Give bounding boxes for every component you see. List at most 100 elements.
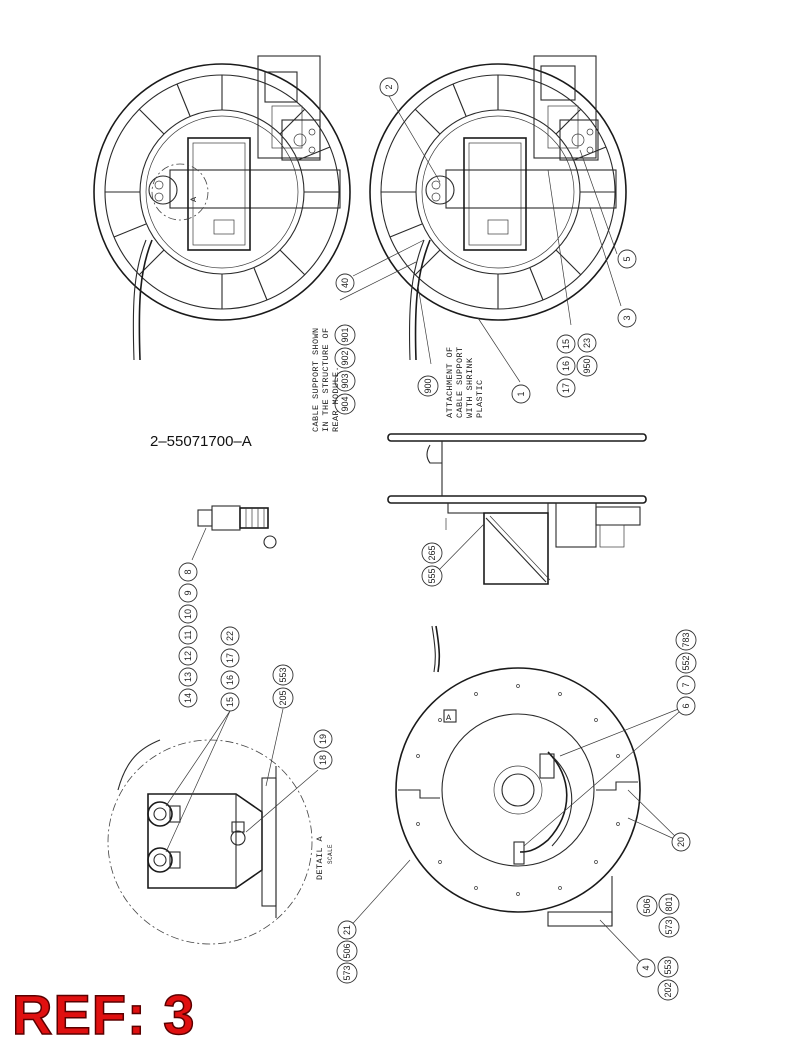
svg-text:4: 4	[641, 965, 651, 970]
balloon-553b: 553	[657, 956, 679, 978]
svg-text:801: 801	[664, 896, 674, 911]
svg-text:3: 3	[622, 315, 632, 320]
svg-text:783: 783	[681, 632, 691, 647]
svg-text:5: 5	[622, 256, 632, 261]
svg-text:17: 17	[225, 653, 235, 663]
balloon-506: 506	[636, 895, 658, 917]
svg-text:506: 506	[642, 898, 652, 913]
reel-side-view	[387, 433, 647, 585]
balloon-17b: 17	[220, 648, 240, 668]
balloon-22: 22	[220, 626, 240, 646]
svg-text:CABLE SUPPORT SHOWN: CABLE SUPPORT SHOWN	[311, 327, 321, 432]
svg-text:901: 901	[340, 327, 350, 342]
balloon-18: 18	[313, 750, 333, 770]
svg-text:19: 19	[318, 734, 328, 744]
svg-text:7: 7	[681, 682, 691, 687]
svg-text:8: 8	[183, 569, 193, 574]
attachment-note: ATTACHMENT OF CABLE SUPPORT WITH SHRINK …	[445, 346, 485, 418]
balloon-2: 2	[379, 77, 399, 97]
svg-text:21: 21	[342, 925, 352, 935]
balloon-11: 11	[178, 625, 198, 645]
svg-text:10: 10	[183, 609, 193, 619]
balloon-21: 21	[337, 920, 357, 940]
svg-text:15: 15	[225, 697, 235, 707]
balloon-15b: 15	[220, 692, 240, 712]
svg-text:A: A	[446, 713, 452, 723]
balloons-top-right: 2 5 3 1 40 900 17 16 15 950 23 904 903 9…	[334, 77, 637, 415]
svg-text:506: 506	[342, 943, 352, 958]
balloon-20: 20	[671, 832, 691, 852]
balloon-801: 801	[658, 893, 680, 915]
balloon-23: 23	[577, 333, 597, 353]
balloon-555: 555	[421, 565, 443, 587]
balloon-3: 3	[617, 308, 637, 328]
svg-text:573: 573	[664, 919, 674, 934]
svg-text:16: 16	[561, 361, 571, 371]
svg-text:555: 555	[427, 568, 437, 583]
balloon-573b: 573	[336, 962, 358, 984]
balloon-783: 783	[675, 629, 697, 651]
svg-text:950: 950	[582, 358, 592, 373]
svg-text:553: 553	[278, 667, 288, 682]
balloon-265: 265	[421, 542, 443, 564]
balloons-side-view: 555 265	[421, 542, 443, 587]
balloon-506b: 506	[336, 940, 358, 962]
svg-text:904: 904	[340, 396, 350, 411]
svg-text:DETAIL A: DETAIL A	[315, 835, 325, 880]
svg-text:11: 11	[183, 630, 193, 639]
balloon-904: 904	[334, 393, 356, 415]
svg-text:40: 40	[340, 278, 350, 288]
svg-text:12: 12	[183, 651, 193, 661]
svg-text:2: 2	[384, 84, 394, 89]
svg-text:265: 265	[427, 545, 437, 560]
balloon-17: 17	[556, 378, 576, 398]
balloon-553: 553	[272, 664, 294, 686]
svg-text:900: 900	[423, 378, 433, 393]
balloon-573: 573	[658, 916, 680, 938]
balloon-6: 6	[676, 696, 696, 716]
balloon-902: 902	[334, 347, 356, 369]
svg-text:553: 553	[663, 959, 673, 974]
svg-text:552: 552	[681, 655, 691, 670]
svg-text:PLASTIC: PLASTIC	[475, 379, 485, 418]
balloons-middle: 8 9 10 11 12 13 14 15 16 17 22 205 553 1…	[178, 562, 333, 770]
svg-text:14: 14	[183, 693, 193, 703]
balloon-5: 5	[617, 249, 637, 269]
balloon-8: 8	[178, 562, 198, 582]
balloon-13: 13	[178, 667, 198, 687]
balloon-4: 4	[636, 958, 656, 978]
balloon-950: 950	[576, 355, 598, 377]
svg-text:903: 903	[340, 373, 350, 388]
balloon-900: 900	[417, 375, 439, 397]
balloon-9: 9	[178, 583, 198, 603]
svg-text:ATTACHMENT OF: ATTACHMENT OF	[445, 346, 455, 418]
svg-text:6: 6	[681, 703, 691, 708]
balloon-14: 14	[178, 688, 198, 708]
svg-text:22: 22	[225, 631, 235, 641]
reel-view-top-left: A	[93, 55, 351, 361]
balloon-16b: 16	[220, 670, 240, 690]
connector-part	[191, 505, 277, 561]
balloon-12: 12	[178, 646, 198, 666]
detail-a-view: DETAIL A SCALE	[107, 708, 334, 945]
balloon-901: 901	[334, 324, 356, 346]
svg-text:9: 9	[183, 590, 193, 595]
svg-text:202: 202	[663, 982, 673, 997]
svg-text:15: 15	[561, 339, 571, 349]
svg-text:16: 16	[225, 675, 235, 685]
balloon-7: 7	[676, 675, 696, 695]
svg-text:WITH SHRINK: WITH SHRINK	[465, 357, 475, 418]
svg-text:REAR MODULE.: REAR MODULE.	[331, 366, 341, 432]
balloon-552: 552	[675, 652, 697, 674]
balloon-40: 40	[335, 273, 355, 293]
balloon-16: 16	[556, 356, 576, 376]
svg-text:205: 205	[278, 690, 288, 705]
svg-text:1: 1	[516, 391, 526, 396]
balloon-15: 15	[556, 334, 576, 354]
reel-front-view: A	[346, 625, 687, 969]
svg-text:902: 902	[340, 350, 350, 365]
reel-view-top-right	[339, 55, 627, 383]
svg-text:23: 23	[582, 338, 592, 348]
